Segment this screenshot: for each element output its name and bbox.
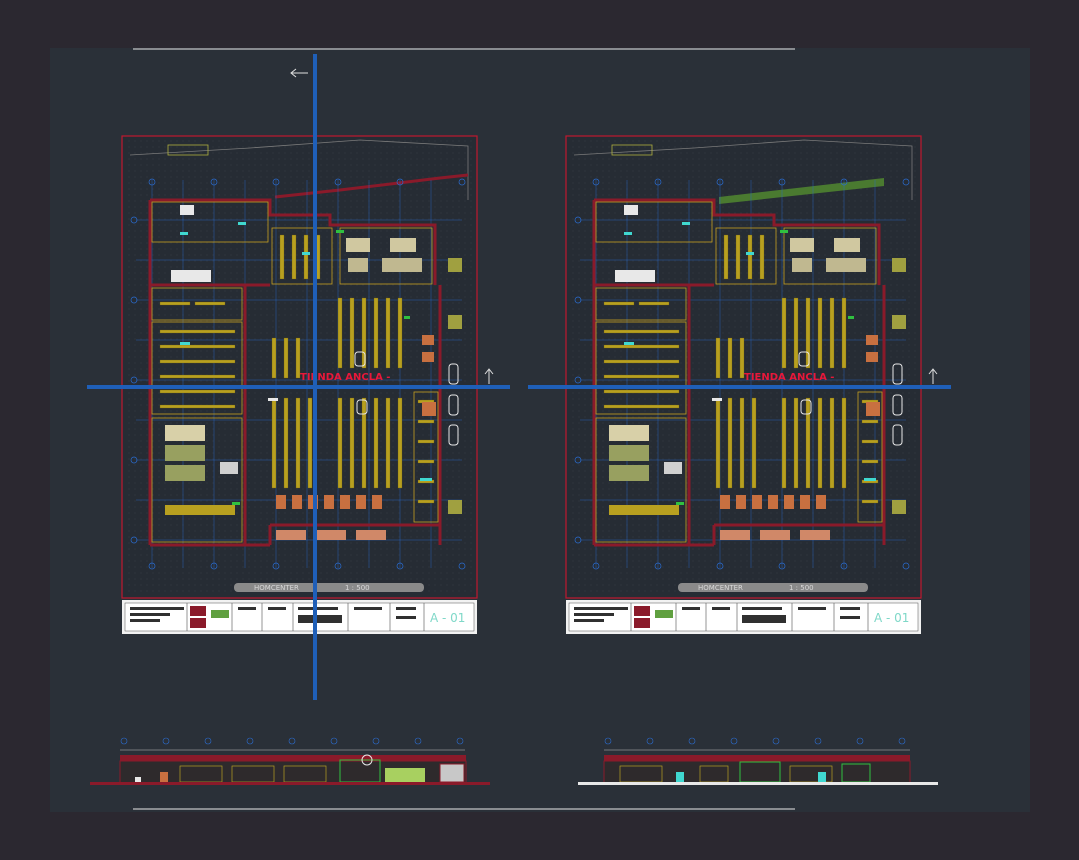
title-block: A - 01 <box>122 600 477 634</box>
planters <box>448 258 462 514</box>
display-blocks <box>609 205 866 515</box>
sheet-number: A - 01 <box>874 611 909 625</box>
sheet-right: TIENDA ANCLA - HOMCENTER 1 : 500 <box>565 135 938 634</box>
display-blocks <box>165 205 422 515</box>
site-boundary <box>129 139 469 200</box>
north-arrow-icon <box>484 368 494 384</box>
plan-caption-bar <box>678 583 868 592</box>
plan-caption-bar <box>234 583 424 592</box>
parked-cars <box>798 351 903 446</box>
orange-fixtures <box>720 335 880 540</box>
plan-caption: HOMCENTER <box>698 584 743 592</box>
shelving <box>603 234 879 504</box>
sheet-number: A - 01 <box>430 611 465 625</box>
building-walls <box>148 198 442 547</box>
title-block: A - 01 <box>566 600 921 634</box>
accent-markers <box>624 222 876 505</box>
sheet-left: TIENDA ANCLA - HOMCENTER 1 : 500 <box>121 135 494 634</box>
store-label: TIENDA ANCLA - <box>300 372 390 383</box>
orange-fixtures <box>276 335 436 540</box>
store-label: TIENDA ANCLA - <box>744 372 834 383</box>
plan-caption: HOMCENTER <box>254 584 299 592</box>
grid-bubbles <box>130 178 466 570</box>
crosshair-cursor <box>87 54 951 700</box>
north-arrow-icon <box>928 368 938 384</box>
elevation-left <box>90 737 490 785</box>
shelving <box>159 234 435 504</box>
plan-scale: 1 : 500 <box>789 584 814 592</box>
site-boundary <box>573 139 913 200</box>
arrow-left-icon <box>290 68 308 78</box>
building-walls <box>592 198 886 547</box>
grid-bubbles <box>574 178 910 570</box>
accent-markers <box>180 222 432 505</box>
elevation-right <box>578 737 938 785</box>
parked-cars <box>354 351 459 446</box>
planters <box>892 258 906 514</box>
plan-scale: 1 : 500 <box>345 584 370 592</box>
